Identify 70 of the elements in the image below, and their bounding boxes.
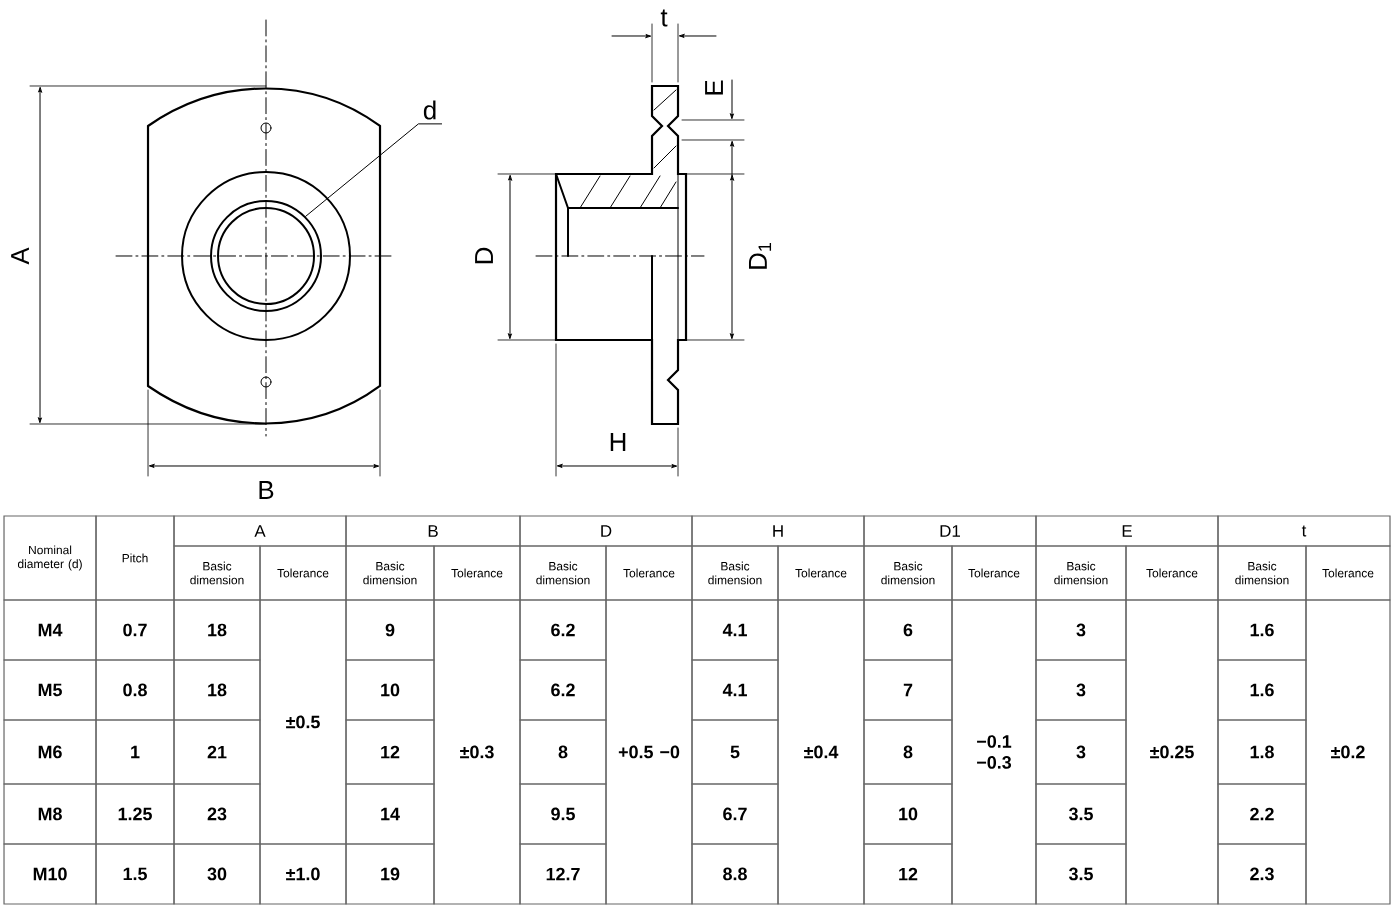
table-cell: 3 xyxy=(1035,719,1127,785)
table-cell: 3.5 xyxy=(1035,843,1127,905)
table-cell: ±0.5 xyxy=(259,599,347,845)
table-cell: 8.8 xyxy=(691,843,779,905)
column-header: D1 xyxy=(863,515,1037,547)
table-cell: ±0.4 xyxy=(777,599,865,905)
dimension-label: A xyxy=(11,247,29,265)
thread-circle xyxy=(210,200,322,312)
table-cell: 7 xyxy=(863,659,953,721)
table-cell: 6.2 xyxy=(519,659,607,721)
table-cell: 1.8 xyxy=(1217,719,1307,785)
table-cell: 8 xyxy=(863,719,953,785)
table-cell: 10 xyxy=(345,659,435,721)
table-cell: 3.5 xyxy=(1035,783,1127,845)
table-cell: 6.7 xyxy=(691,783,779,845)
table-cell: 4.1 xyxy=(691,659,779,721)
table-cell: M4 xyxy=(3,599,97,661)
leader-line xyxy=(305,123,443,217)
dimension-label: D xyxy=(475,247,493,264)
dimension-label: H xyxy=(610,433,626,451)
column-header: t xyxy=(1217,515,1391,547)
column-header: H xyxy=(691,515,865,547)
table-cell: ±1.0 xyxy=(259,843,347,905)
table-cell: −0.1 −0.3 xyxy=(951,599,1037,905)
table-cell: M10 xyxy=(3,843,97,905)
table-cell: +0.5 −0 xyxy=(605,599,693,905)
table-cell: 1.5 xyxy=(95,843,175,905)
table-cell: 1 xyxy=(95,719,175,785)
table-cell: 23 xyxy=(173,783,261,845)
table-cell: 4.1 xyxy=(691,599,779,661)
dimension-label: E xyxy=(705,80,723,95)
dimension-label: t xyxy=(660,9,668,27)
table-cell: M5 xyxy=(3,659,97,721)
table-cell: 9.5 xyxy=(519,783,607,845)
column-header: D xyxy=(519,515,693,547)
table-cell: 18 xyxy=(173,659,261,721)
table-cell: ±0.2 xyxy=(1305,599,1391,905)
dimension-label: D$_{1}$ xyxy=(749,243,772,269)
table-cell: 10 xyxy=(863,783,953,845)
column-header: E xyxy=(1035,515,1219,547)
table-cell: 8 xyxy=(519,719,607,785)
column-header: B xyxy=(345,515,521,547)
table-cell: M6 xyxy=(3,719,97,785)
table-cell: 18 xyxy=(173,599,261,661)
table-cell: 1.6 xyxy=(1217,599,1307,661)
table-cell: 1.25 xyxy=(95,783,175,845)
part-label: d xyxy=(423,100,436,120)
column-header: A xyxy=(173,515,347,547)
table-cell: 19 xyxy=(345,843,435,905)
table-cell: 14 xyxy=(345,783,435,845)
table-cell: 9 xyxy=(345,599,435,661)
table-cell: 3 xyxy=(1035,659,1127,721)
table-cell: 1.6 xyxy=(1217,659,1307,721)
table-cell: 21 xyxy=(173,719,261,785)
table-cell: 12 xyxy=(863,843,953,905)
table-cell: ±0.25 xyxy=(1125,599,1219,905)
table-cell: 6 xyxy=(863,599,953,661)
table-cell: 2.2 xyxy=(1217,783,1307,845)
table-cell: ±0.3 xyxy=(433,599,521,905)
table-cell: 0.8 xyxy=(95,659,175,721)
table-cell: 6.2 xyxy=(519,599,607,661)
table-cell: 30 xyxy=(173,843,261,905)
table-cell: M8 xyxy=(3,783,97,845)
dimension-label: B xyxy=(259,481,274,499)
table-cell: 3 xyxy=(1035,599,1127,661)
table-cell: 12 xyxy=(345,719,435,785)
table-cell: 2.3 xyxy=(1217,843,1307,905)
table-cell: 5 xyxy=(691,719,779,785)
table-cell: 12.7 xyxy=(519,843,607,905)
table-cell: 0.7 xyxy=(95,599,175,661)
